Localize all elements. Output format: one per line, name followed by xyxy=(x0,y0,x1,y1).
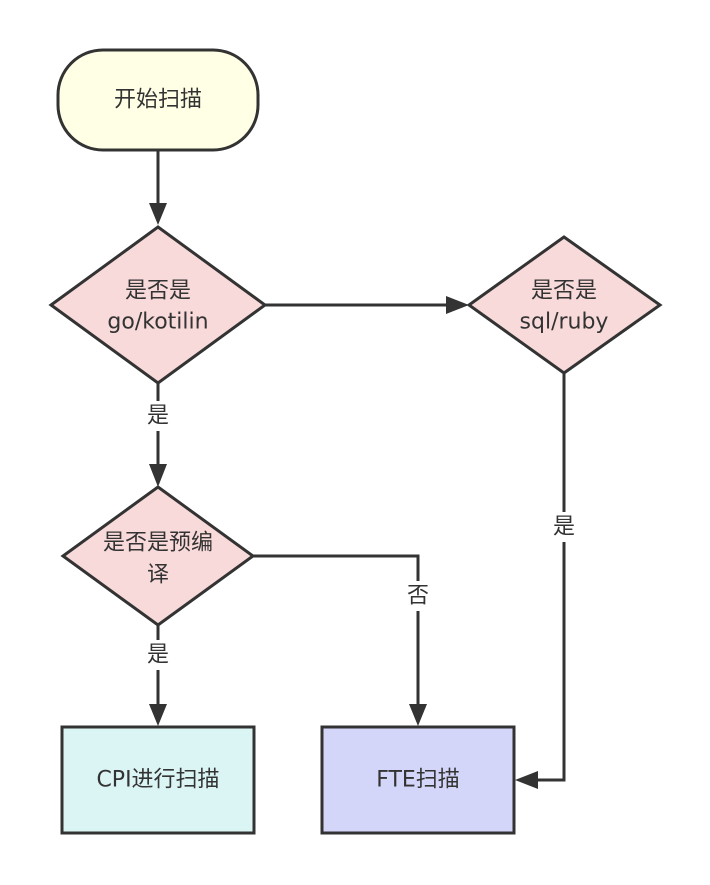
edges xyxy=(149,150,566,789)
decision-go-kotilin-node[interactable]: 是否是 go/kotilin xyxy=(48,225,268,385)
edge-label-go-yes: 是 xyxy=(145,401,171,431)
start-node[interactable]: 开始扫描 xyxy=(56,48,260,152)
arrowhead-precompile-no-to-fte xyxy=(409,704,427,726)
fte-scan-node[interactable]: FTE扫描 xyxy=(320,725,516,835)
arrowhead-go-yes-to-precompile xyxy=(149,464,167,487)
decision-precompile-node[interactable]: 是否是预编 译 xyxy=(60,485,256,627)
decision-go-kotilin-label-line1: 是否是 xyxy=(125,279,191,304)
decision-precompile-label-line1: 是否是预编 xyxy=(103,531,213,556)
arrowhead-go-to-sql-decision xyxy=(446,296,469,314)
edge-label-go-yes-text: 是 xyxy=(147,404,169,429)
decision-precompile-shape xyxy=(60,485,256,627)
edge-labels: 是 是 否 是 xyxy=(145,401,577,670)
start-node-shape xyxy=(56,48,260,152)
arrowhead-start-to-go-decision xyxy=(149,203,167,225)
cpi-scan-shape xyxy=(60,725,256,835)
edge-sql-yes-to-fte xyxy=(536,373,566,782)
edge-label-precompile-yes: 是 xyxy=(145,640,171,670)
arrowhead-precompile-yes-to-cpi xyxy=(149,704,167,726)
decision-sql-ruby-node[interactable]: 是否是 sql/ruby xyxy=(466,235,663,375)
start-node-label: 开始扫描 xyxy=(114,88,202,113)
decision-sql-ruby-label-line2: sql/ruby xyxy=(520,310,609,335)
edge-label-precompile-no: 否 xyxy=(405,581,431,611)
cpi-scan-label: CPI进行扫描 xyxy=(96,768,219,793)
edge-label-sql-yes: 是 xyxy=(551,512,577,542)
decision-go-kotilin-label-line2: go/kotilin xyxy=(107,310,208,335)
arrowhead-sql-yes-to-fte xyxy=(515,771,538,789)
nodes: 开始扫描 是否是 go/kotilin 是否是 sql/ruby 是否是预编 译… xyxy=(48,48,663,835)
fte-scan-shape xyxy=(320,725,516,835)
fte-scan-label: FTE扫描 xyxy=(376,768,460,793)
edge-label-sql-yes-text: 是 xyxy=(553,515,575,540)
edge-precompile-no-to-fte xyxy=(253,554,420,706)
decision-go-kotilin-shape xyxy=(48,225,268,385)
decision-sql-ruby-label-line1: 是否是 xyxy=(531,279,597,304)
edge-label-precompile-yes-text: 是 xyxy=(147,643,169,668)
decision-precompile-label-line2: 译 xyxy=(147,563,169,588)
decision-sql-ruby-shape xyxy=(466,235,663,375)
cpi-scan-node[interactable]: CPI进行扫描 xyxy=(60,725,256,835)
edge-label-precompile-no-text: 否 xyxy=(407,584,429,609)
